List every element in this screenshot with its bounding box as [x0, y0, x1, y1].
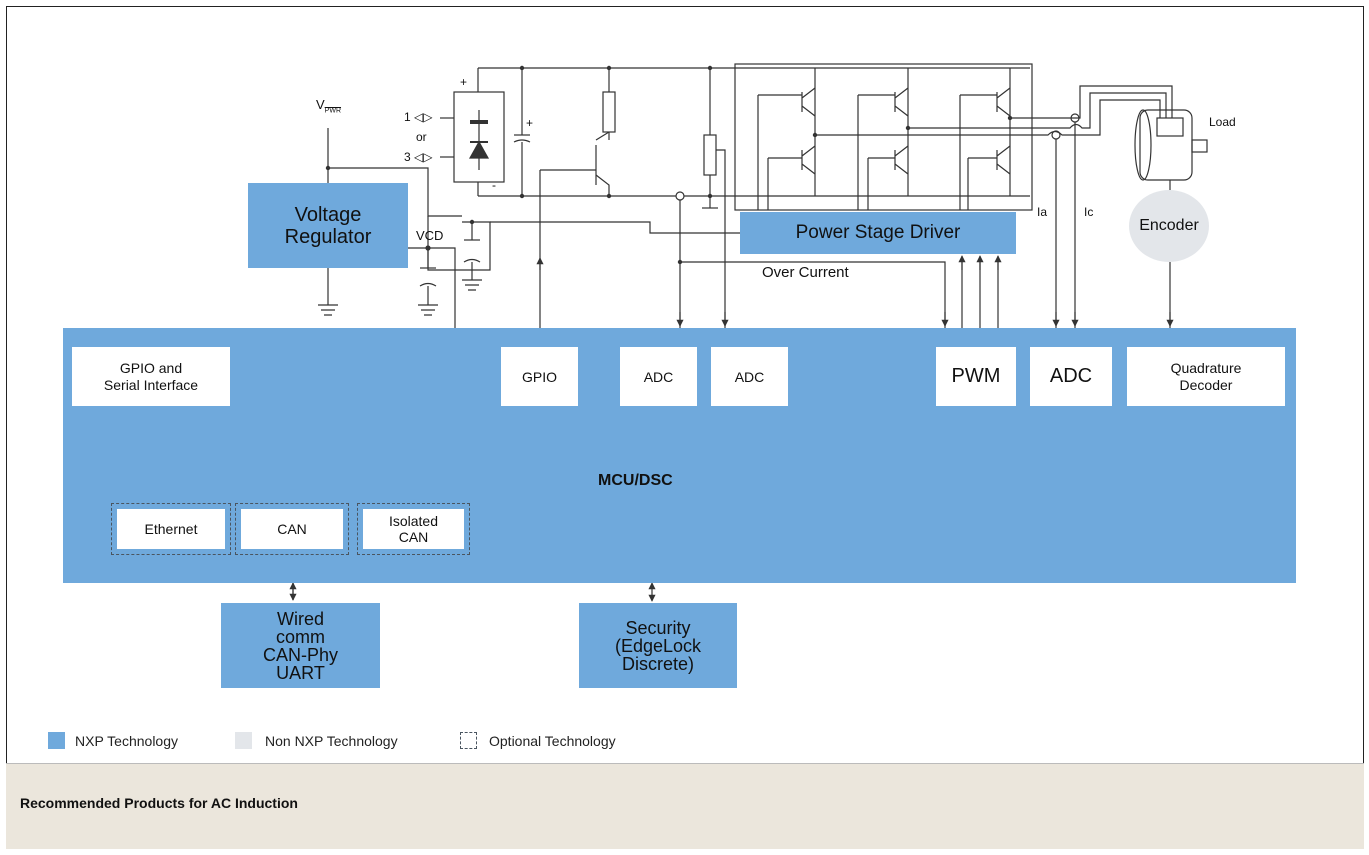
mcu-dsc-label: MCU/DSC	[598, 472, 673, 489]
can-block: CAN	[241, 509, 343, 549]
bridge-minus-label: -	[492, 178, 496, 192]
input-1-label: 1 ◁▷	[404, 110, 433, 124]
security-block: Security (EdgeLock Discrete)	[579, 603, 737, 688]
isolated-can-optional-frame	[357, 503, 470, 555]
recommended-products-section: Recommended Products for AC Induction	[6, 763, 1364, 849]
bridge-plus-label: +	[460, 75, 468, 89]
legend-optional-swatch	[460, 732, 477, 749]
recommended-products-title[interactable]: Recommended Products for AC Induction	[20, 795, 298, 811]
power-stage-driver-block: Power Stage Driver	[740, 212, 1016, 254]
gpio-serial-interface-block: GPIO and Serial Interface	[72, 347, 230, 406]
can-optional-frame	[235, 503, 349, 555]
legend-nxp-label: NXP Technology	[75, 733, 178, 749]
wired-comm-block: Wired comm CAN-Phy UART	[221, 603, 380, 688]
load-label: Load	[1209, 115, 1236, 129]
adc-block-2: ADC	[711, 347, 788, 406]
ethernet-block: Ethernet	[117, 509, 225, 549]
or-label: or	[416, 130, 427, 144]
ic-label: Ic	[1084, 205, 1094, 219]
input-3-label: 3 ◁▷	[404, 150, 433, 164]
ia-label: Ia	[1037, 205, 1048, 219]
ethernet-optional-frame	[111, 503, 231, 555]
legend-non-nxp-label: Non NXP Technology	[265, 733, 398, 749]
gpio-block: GPIO	[501, 347, 578, 406]
adc-block-1: ADC	[620, 347, 697, 406]
adc-block-3: ADC	[1030, 347, 1112, 406]
over-current-label: Over Current	[762, 264, 849, 281]
pwm-block: PWM	[936, 347, 1016, 406]
quadrature-decoder-block: Quadrature Decoder	[1127, 347, 1285, 406]
legend-non-nxp-swatch	[235, 732, 252, 749]
vcd-label: VCD	[416, 228, 444, 243]
legend-optional-label: Optional Technology	[489, 733, 616, 749]
vpwr-label: VPWR	[316, 97, 342, 115]
voltage-regulator-block: Voltage Regulator	[248, 183, 408, 268]
capacitor-plus-label: +	[526, 116, 534, 130]
isolated-can-block: Isolated CAN	[363, 509, 464, 549]
encoder-block: Encoder	[1129, 190, 1209, 262]
legend-nxp-swatch	[48, 732, 65, 749]
